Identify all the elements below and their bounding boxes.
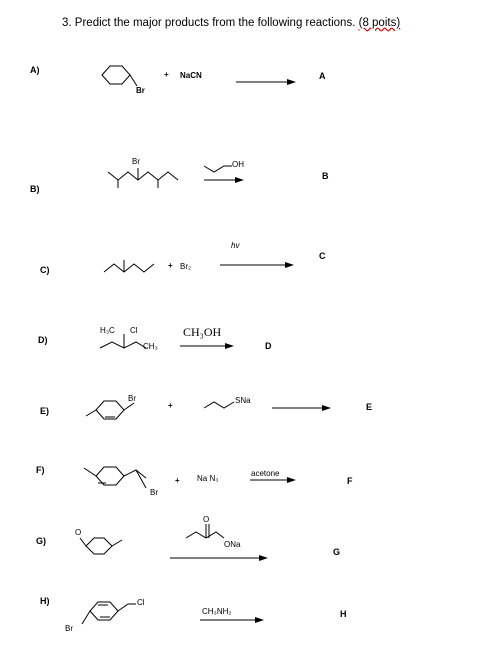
condition-c-hv: hv bbox=[231, 241, 240, 250]
product-f: F bbox=[347, 476, 353, 486]
reagent-f-nan3: Na N₃ bbox=[197, 474, 219, 483]
product-a: A bbox=[319, 71, 326, 81]
reagent-h-ch3nh2: CH₃NH₂ bbox=[202, 607, 232, 616]
reaction-label-b: B) bbox=[30, 184, 40, 194]
product-c: C bbox=[319, 251, 326, 261]
reagent-e-sna: SNa bbox=[235, 396, 251, 405]
structure-f-alkyl-bromide bbox=[83, 466, 147, 489]
question-number: 3. bbox=[62, 17, 72, 29]
substrate-label-h-br: Br bbox=[65, 624, 73, 633]
arrow-d bbox=[180, 343, 234, 349]
reagent-a-nacn: NaCN bbox=[180, 71, 202, 80]
structure-d-chloride bbox=[99, 334, 147, 349]
question-title: 3. Predict the major products from the f… bbox=[62, 17, 400, 29]
reaction-label-f: F) bbox=[36, 465, 45, 475]
substrate-label-g-o: O bbox=[75, 528, 82, 537]
substrate-label-b-br: Br bbox=[132, 157, 140, 166]
plus-f: + bbox=[175, 476, 180, 485]
plus-c: + bbox=[168, 261, 173, 270]
reagent-d-ch3oh: CH₃OH bbox=[183, 325, 222, 339]
reagent-c-br2: Br₂ bbox=[180, 262, 192, 271]
substrate-label-d-cl: Cl bbox=[130, 326, 138, 335]
reagent-b-oh: OH bbox=[232, 160, 244, 169]
arrow-h bbox=[200, 617, 264, 623]
arrow-a bbox=[236, 79, 296, 85]
reaction-label-g: G) bbox=[36, 536, 46, 546]
structure-g-epoxide bbox=[79, 537, 123, 555]
substrate-label-d-h3c: H₃C bbox=[100, 326, 115, 335]
structure-h-benzyl-chloride bbox=[81, 601, 136, 625]
structure-e-thiolate bbox=[203, 401, 235, 409]
arrow-g bbox=[170, 555, 268, 561]
arrow-c bbox=[220, 262, 294, 268]
structure-b-ethanol bbox=[203, 165, 232, 173]
arrow-b bbox=[204, 177, 244, 183]
reaction-label-a: A) bbox=[30, 65, 40, 75]
arrow-e bbox=[272, 405, 331, 411]
structure-c-alkane bbox=[103, 260, 155, 273]
plus-e: + bbox=[168, 401, 173, 410]
structure-e-cyclohexenyl-bromide bbox=[85, 400, 135, 420]
product-e: E bbox=[366, 402, 373, 412]
product-g: G bbox=[333, 547, 341, 557]
substrate-label-a-br: Br bbox=[136, 86, 145, 95]
structure-a-cyclohexyl-bromide bbox=[101, 65, 138, 87]
substrate-label-e-br: Br bbox=[128, 394, 136, 403]
question-text: Predict the major products from the foll… bbox=[74, 17, 356, 29]
condition-f-acetone: acetone bbox=[251, 469, 280, 478]
reaction-label-c: C) bbox=[40, 265, 50, 275]
question-points: (8 poits) bbox=[358, 17, 401, 29]
plus-a: + bbox=[164, 70, 169, 79]
arrow-f bbox=[250, 477, 296, 483]
product-h: H bbox=[340, 609, 347, 619]
reaction-label-d: D) bbox=[38, 335, 48, 345]
structure-g-sodium-ester bbox=[185, 524, 225, 539]
reagent-g-carbonyl-o: O bbox=[203, 515, 210, 524]
reagent-g-ona: ONa bbox=[224, 540, 241, 549]
product-b: B bbox=[322, 171, 329, 181]
substrate-label-d-ch3: CH₃ bbox=[143, 342, 158, 351]
reaction-label-e: E) bbox=[40, 406, 49, 416]
reaction-label-h: H) bbox=[40, 596, 50, 606]
substrate-label-f-br: Br bbox=[150, 488, 158, 497]
structure-b-alkyl-bromide bbox=[107, 168, 179, 188]
product-d: D bbox=[265, 341, 272, 351]
substrate-label-h-cl: Cl bbox=[137, 598, 145, 607]
